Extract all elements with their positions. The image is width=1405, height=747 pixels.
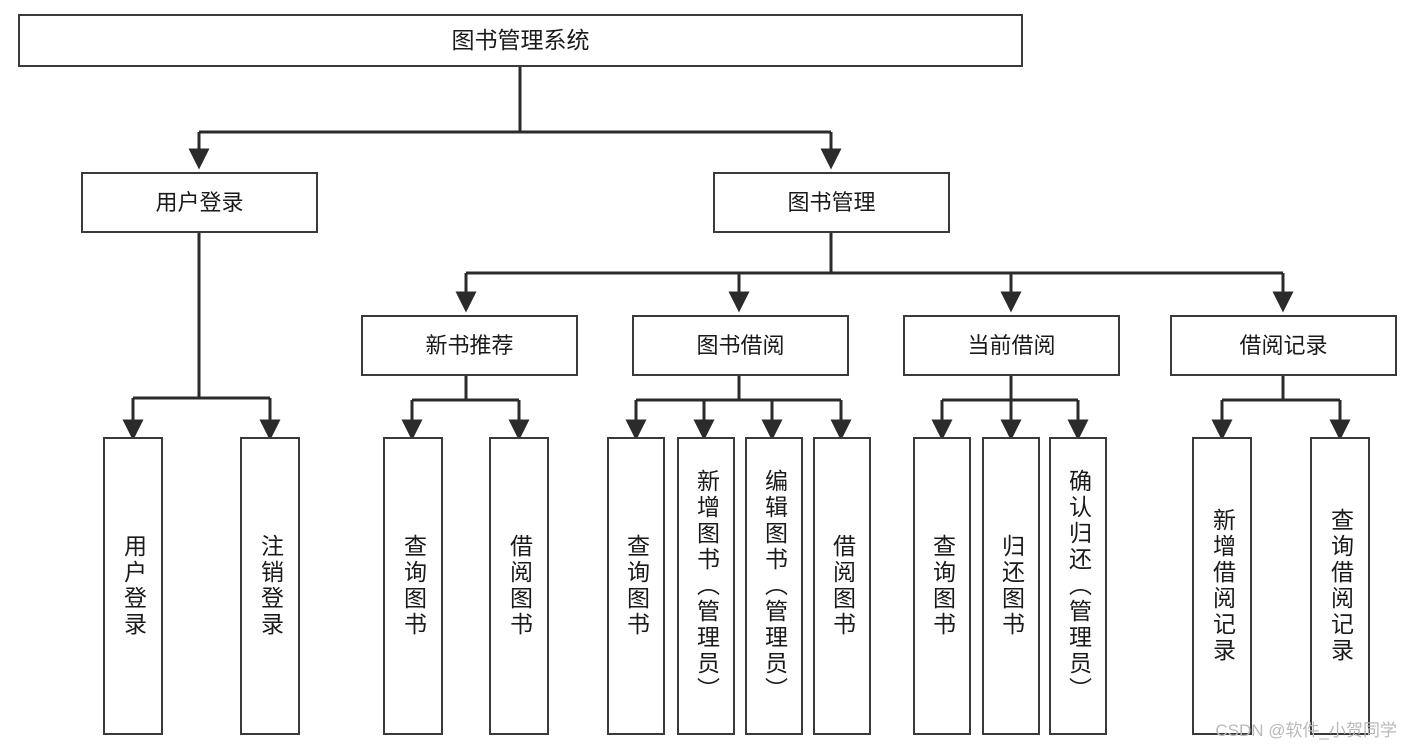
leaf-return-book[interactable]: 归还图书 (982, 437, 1040, 735)
node-label: 用户登录 (155, 189, 244, 215)
node-label: 图书管理系统 (451, 26, 590, 53)
node-label: 新增图书（管理员） (693, 469, 720, 703)
node-root-system[interactable]: 图书管理系统 (18, 14, 1023, 67)
leaf-edit-book-admin[interactable]: 编辑图书（管理员） (745, 437, 803, 735)
node-label: 用户登录 (120, 534, 147, 638)
node-current-borrow[interactable]: 当前借阅 (903, 315, 1120, 376)
node-label: 注销登录 (257, 534, 284, 638)
leaf-confirm-return-admin[interactable]: 确认归还（管理员） (1049, 437, 1107, 735)
leaf-add-book-admin[interactable]: 新增图书（管理员） (677, 437, 735, 735)
leaf-query-borrow-record[interactable]: 查询借阅记录 (1310, 437, 1370, 735)
leaf-borrow-book-recommend[interactable]: 借阅图书 (489, 437, 549, 735)
node-label: 编辑图书（管理员） (761, 469, 788, 703)
node-label: 借阅图书 (506, 534, 533, 638)
node-label: 查询图书 (623, 534, 650, 638)
node-label: 图书借阅 (696, 332, 785, 358)
node-label: 确认归还（管理员） (1065, 469, 1092, 703)
leaf-user-login[interactable]: 用户登录 (103, 437, 163, 735)
node-new-book-recommend[interactable]: 新书推荐 (361, 315, 578, 376)
node-label: 归还图书 (998, 534, 1025, 638)
node-user-login[interactable]: 用户登录 (81, 172, 318, 233)
node-label: 图书管理 (787, 189, 876, 215)
leaf-borrow-book[interactable]: 借阅图书 (813, 437, 871, 735)
leaf-query-book-borrow[interactable]: 查询图书 (607, 437, 665, 735)
leaf-add-borrow-record[interactable]: 新增借阅记录 (1192, 437, 1252, 735)
node-label: 新书推荐 (425, 332, 514, 358)
leaf-logout-login[interactable]: 注销登录 (240, 437, 300, 735)
leaf-query-book-recommend[interactable]: 查询图书 (383, 437, 443, 735)
node-label: 新增借阅记录 (1209, 508, 1236, 664)
node-book-borrow[interactable]: 图书借阅 (632, 315, 849, 376)
node-label: 借阅图书 (829, 534, 856, 638)
csdn-watermark: CSDN @软件_小贺同学 (1215, 721, 1397, 740)
leaf-query-book-current[interactable]: 查询图书 (913, 437, 971, 735)
node-label: 当前借阅 (967, 332, 1056, 358)
node-book-management[interactable]: 图书管理 (713, 172, 950, 233)
node-label: 查询图书 (929, 534, 956, 638)
node-borrow-record[interactable]: 借阅记录 (1170, 315, 1397, 376)
node-label: 查询借阅记录 (1327, 508, 1354, 664)
node-label: 借阅记录 (1239, 332, 1328, 358)
node-label: 查询图书 (400, 534, 427, 638)
